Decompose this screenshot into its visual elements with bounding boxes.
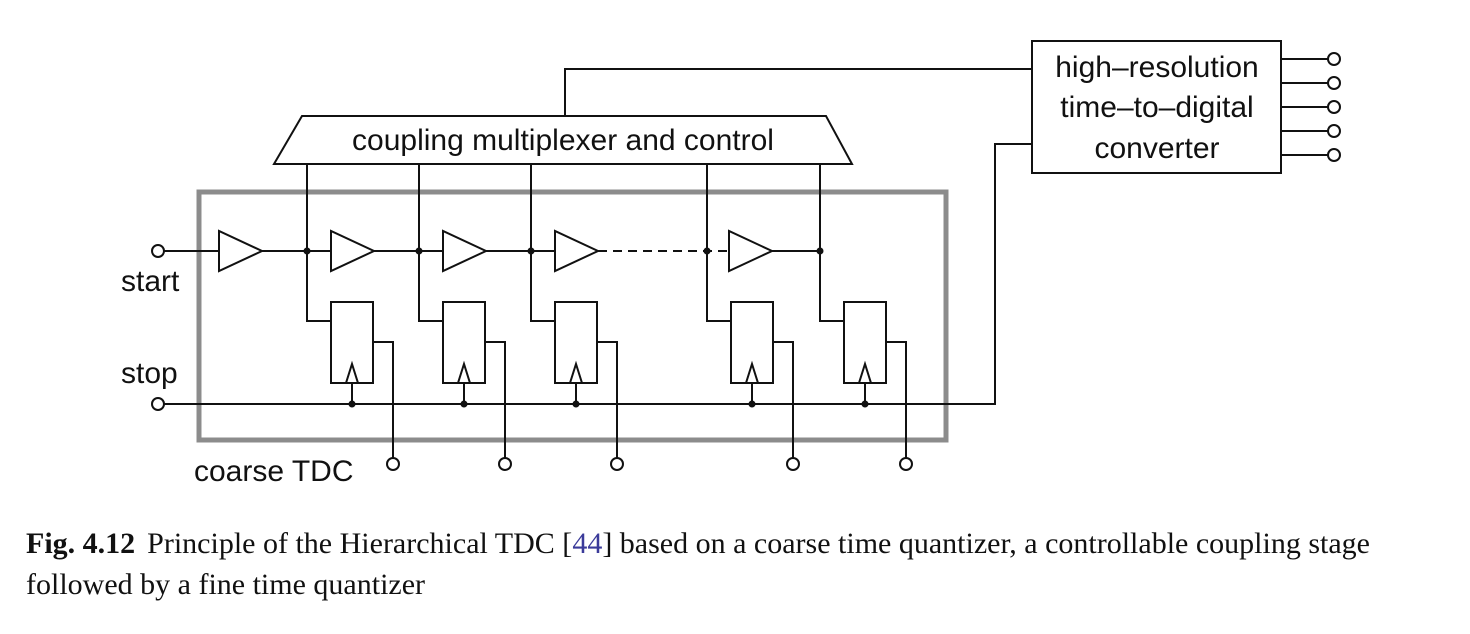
stop-label: stop bbox=[121, 357, 178, 390]
buffer-1 bbox=[218, 229, 265, 273]
buffer-4 bbox=[554, 229, 601, 273]
high-resolution-tdc-block bbox=[1031, 40, 1282, 174]
flip-flop-stage-4 bbox=[703, 164, 800, 471]
caption-reference-link[interactable]: 44 bbox=[572, 527, 603, 560]
buffer-3 bbox=[442, 229, 489, 273]
mux-to-hr-tdc-wire bbox=[564, 68, 1032, 116]
stop-terminal bbox=[151, 397, 165, 411]
flip-flop-stage-3 bbox=[527, 164, 624, 471]
hr-tdc-label-line-2: time–to–digital bbox=[1060, 91, 1253, 124]
coarse-tdc-label: coarse TDC bbox=[194, 455, 354, 488]
start-terminal bbox=[151, 244, 165, 258]
figure-number: Fig. 4.12 bbox=[26, 527, 136, 560]
flip-flop-stage-2 bbox=[415, 164, 512, 471]
start-label: start bbox=[121, 265, 180, 298]
caption-text-part-1: Principle of the Hierarchical TDC [ bbox=[147, 527, 573, 560]
flip-flop-stage-5 bbox=[816, 164, 913, 471]
hr-tdc-label-line-1: high–resolution bbox=[1055, 51, 1258, 84]
buffer-5 bbox=[728, 229, 775, 273]
stop-to-hr-tdc-wire bbox=[886, 143, 1032, 405]
figure-caption: Fig. 4.12 Principle of the Hierarchical T… bbox=[26, 523, 1456, 605]
hr-tdc-outputs bbox=[1281, 52, 1341, 162]
hierarchical-tdc-diagram: coupling multiplexer and control high–re… bbox=[121, 40, 1341, 488]
flip-flop-stage-1 bbox=[303, 164, 400, 471]
caption-text-part-2: ] based on a coarse time quantizer, a co… bbox=[26, 527, 1370, 601]
coupling-multiplexer-block bbox=[272, 115, 854, 165]
hr-tdc-label-line-3: converter bbox=[1094, 132, 1219, 165]
coarse-tdc-boundary bbox=[196, 189, 949, 443]
buffer-2 bbox=[330, 229, 377, 273]
mux-label: coupling multiplexer and control bbox=[352, 124, 774, 157]
